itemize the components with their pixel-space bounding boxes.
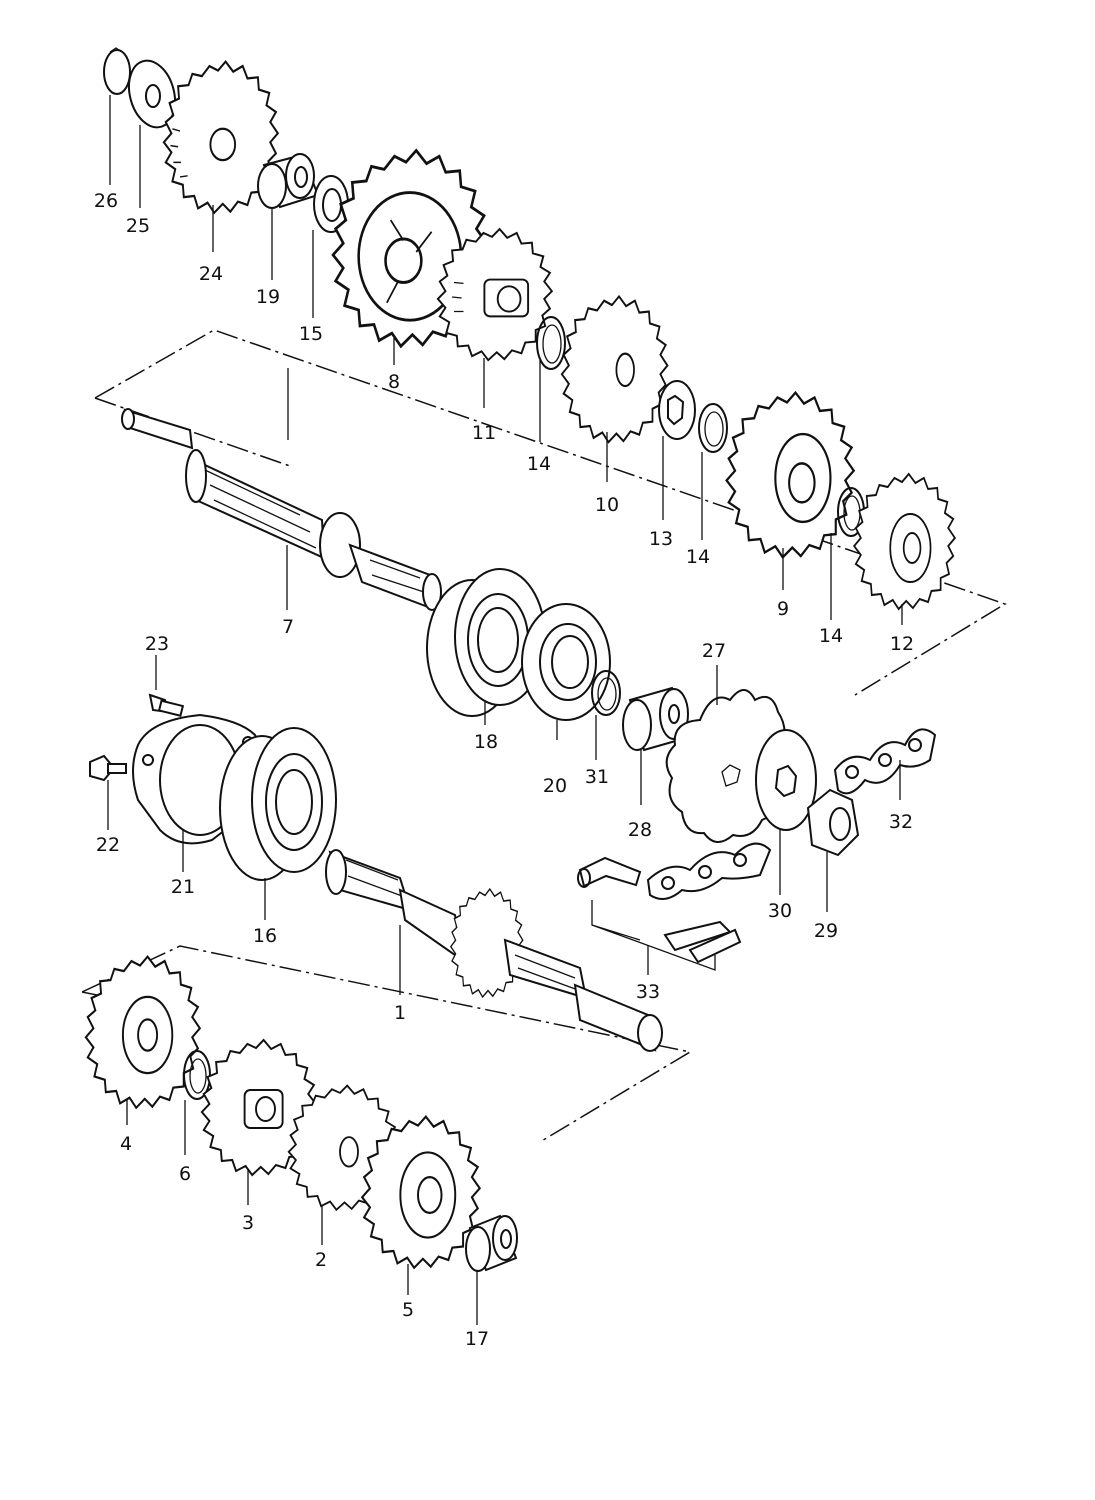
callout-15: 15 <box>299 323 323 345</box>
sprocket-27 <box>665 665 786 843</box>
callout-9: 9 <box>777 598 789 620</box>
bearing-16 <box>219 727 337 920</box>
gear-3 <box>200 1039 317 1176</box>
gear-24 <box>162 60 279 214</box>
callout-23: 23 <box>145 633 169 655</box>
circlip-14b <box>698 403 728 540</box>
callout-19: 19 <box>256 286 280 308</box>
callout-14c: 14 <box>819 625 843 647</box>
bushing-19 <box>257 153 320 280</box>
gear-2 <box>287 1084 398 1211</box>
countershaft-7 <box>121 408 442 612</box>
callout-10: 10 <box>595 494 619 516</box>
gear-9 <box>725 391 855 559</box>
callout-30: 30 <box>768 900 792 922</box>
callout-4: 4 <box>120 1133 132 1155</box>
callout-1: 1 <box>394 1002 406 1024</box>
callout-26: 26 <box>94 190 118 212</box>
master-link-33 <box>577 842 772 975</box>
callout-25: 25 <box>126 215 150 237</box>
callout-18: 18 <box>474 731 498 753</box>
callout-5: 5 <box>402 1299 414 1321</box>
callout-8: 8 <box>388 371 400 393</box>
circlip-14a <box>536 316 566 442</box>
bolt-23 <box>148 655 185 717</box>
callout-14b: 14 <box>686 546 710 568</box>
lower-shaft-group <box>81 655 693 1325</box>
callout-20: 20 <box>543 775 567 797</box>
gear-5 <box>361 1115 481 1269</box>
washer-25 <box>127 59 177 208</box>
circlip-26 <box>103 47 131 185</box>
drive-chain-32 <box>833 728 937 800</box>
splined-washer-13 <box>658 380 696 520</box>
callout-7: 7 <box>282 616 294 638</box>
callout-labels: 26 25 24 19 15 8 11 14 10 13 14 9 14 12 … <box>94 190 914 1350</box>
callout-27: 27 <box>702 640 726 662</box>
callout-24: 24 <box>199 263 223 285</box>
callout-11: 11 <box>472 422 496 444</box>
gear-11 <box>436 228 553 362</box>
oil-seal-20 <box>521 603 611 740</box>
gear-12 <box>853 473 956 610</box>
callout-13: 13 <box>649 528 673 550</box>
callout-32: 32 <box>889 811 913 833</box>
callout-22: 22 <box>96 834 120 856</box>
callout-21: 21 <box>171 876 195 898</box>
o-ring-31 <box>591 670 621 760</box>
bushing-17 <box>465 1214 518 1325</box>
callout-31: 31 <box>585 766 609 788</box>
callout-16: 16 <box>253 925 277 947</box>
callout-17: 17 <box>465 1328 489 1350</box>
callout-3: 3 <box>242 1212 254 1234</box>
callout-12: 12 <box>890 633 914 655</box>
upper-shaft-group <box>94 47 1007 975</box>
callout-33: 33 <box>636 981 660 1003</box>
upper-group-boundary <box>94 329 1007 696</box>
callout-2: 2 <box>315 1249 327 1271</box>
lock-washer-30 <box>755 729 817 895</box>
callout-6: 6 <box>179 1163 191 1185</box>
main-shaft-1 <box>325 849 663 1052</box>
nut-29 <box>806 788 860 912</box>
callout-14a: 14 <box>527 453 551 475</box>
callout-28: 28 <box>628 819 652 841</box>
bolt-22 <box>89 754 127 830</box>
gear-10 <box>560 295 669 444</box>
gear-4 <box>84 955 201 1109</box>
callout-29: 29 <box>814 920 838 942</box>
